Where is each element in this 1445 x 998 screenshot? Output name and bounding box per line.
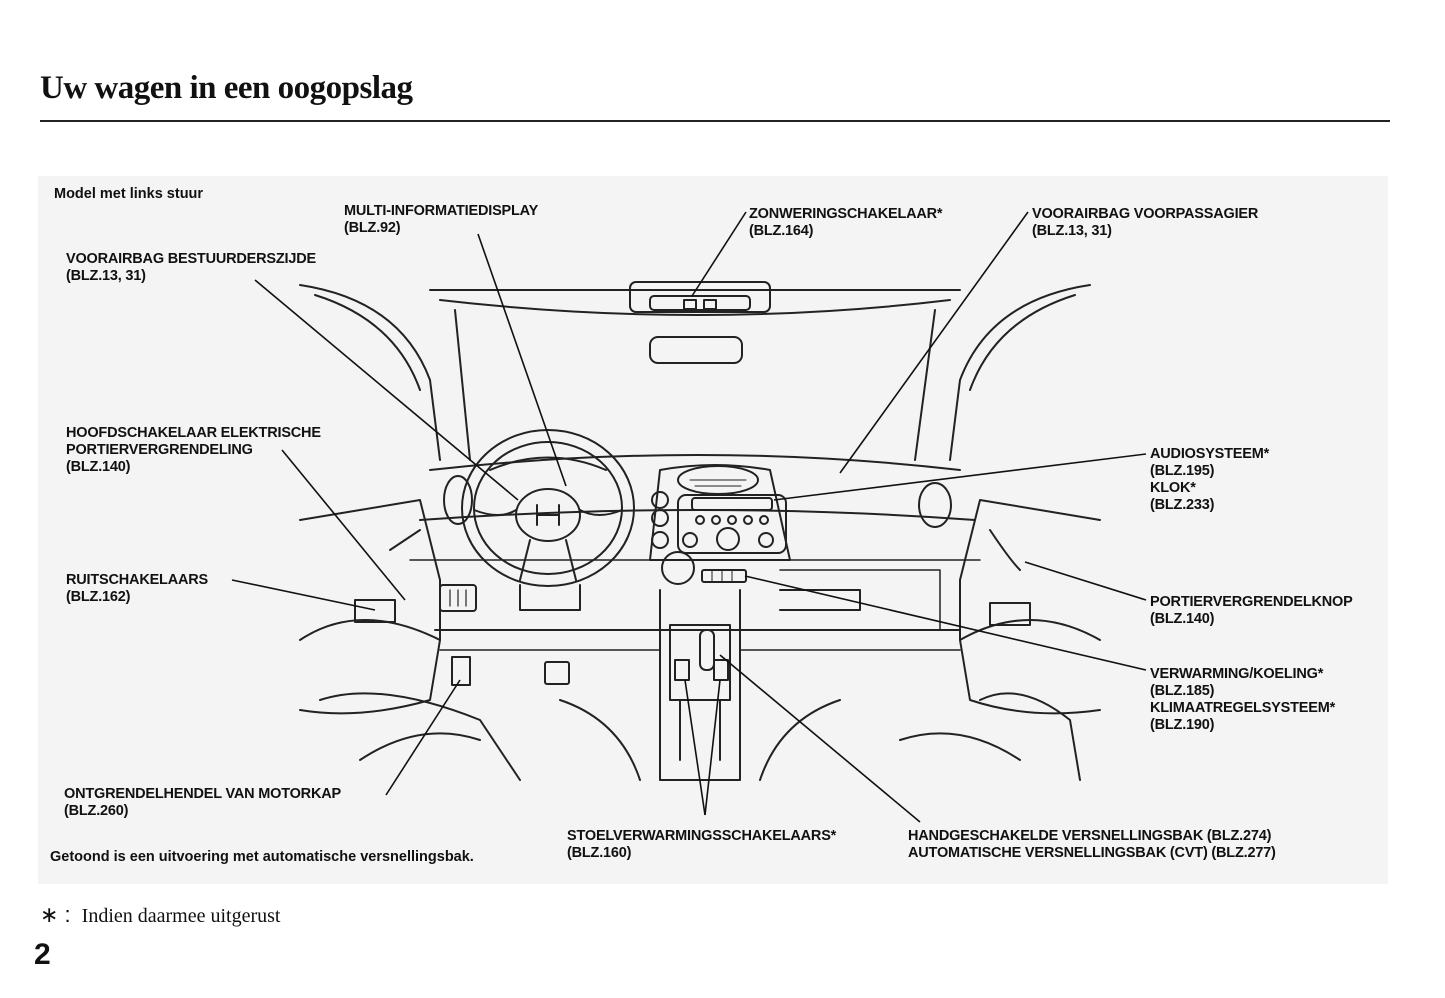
title-divider — [40, 120, 1390, 122]
callout-label: VOORAIRBAG BESTUURDERSZIJDE — [66, 251, 316, 267]
callout-page-ref: (BLZ.140) — [1150, 611, 1215, 627]
leader-stoelverwarming-1 — [684, 679, 706, 816]
label-stoelverwarmingsschakelaars: STOELVERWARMINGSSCHAKELAARS* (BLZ.160) — [567, 828, 836, 862]
leader-versnellingsbak — [719, 654, 921, 823]
label-multi-informatiedisplay: MULTI-INFORMATIEDISPLAY (BLZ.92) — [344, 203, 538, 237]
model-note: Model met links stuur — [54, 186, 204, 202]
callout-label: HOOFDSCHAKELAAR ELEKTRISCHE — [66, 425, 321, 441]
callout-page-ref: (BLZ.162) — [66, 589, 131, 605]
callout-page-ref: (BLZ.260) — [64, 803, 129, 819]
leader-voorairbag-voorpassagier — [839, 211, 1029, 474]
callout-label: KLIMAATREGELSYSTEEM* — [1150, 700, 1336, 716]
leader-portiervergrendelknop — [1024, 561, 1147, 601]
label-hoofdschakelaar: HOOFDSCHAKELAAR ELEKTRISCHE PORTIERVERGR… — [66, 425, 321, 476]
callout-page-ref: (BLZ.185) — [1150, 683, 1215, 699]
callout-label: HANDGESCHAKELDE VERSNELLINGSBAK (BLZ.274… — [908, 828, 1272, 844]
label-portiervergrendelknop: PORTIERVERGRENDELKNOP (BLZ.140) — [1150, 594, 1353, 628]
page-number: 2 — [34, 938, 51, 971]
callout-page-ref: (BLZ.13, 31) — [66, 268, 146, 284]
footnote-marker: ∗ : — [40, 902, 71, 927]
label-versnellingsbak: HANDGESCHAKELDE VERSNELLINGSBAK (BLZ.274… — [908, 828, 1276, 862]
callout-label: PORTIERVERGRENDELING — [66, 442, 253, 458]
callout-label: VOORAIRBAG VOORPASSAGIER — [1032, 206, 1259, 222]
callout-page-ref: (BLZ.13, 31) — [1032, 223, 1112, 239]
label-audiosysteem-klok: AUDIOSYSTEEM* (BLZ.195) KLOK* (BLZ.233) — [1150, 446, 1269, 514]
callout-label: KLOK* — [1150, 480, 1196, 496]
leader-multi-informatiedisplay — [477, 233, 567, 487]
leader-stoelverwarming-2 — [704, 679, 721, 816]
callout-label: VERWARMING/KOELING* — [1150, 666, 1324, 682]
callout-page-ref: (BLZ.190) — [1150, 717, 1215, 733]
leader-motorkap — [385, 679, 461, 796]
label-voorairbag-voorpassagier: VOORAIRBAG VOORPASSAGIER (BLZ.13, 31) — [1032, 206, 1258, 240]
figure-panel — [38, 176, 1388, 884]
callout-page-ref: (BLZ.233) — [1150, 497, 1215, 513]
callout-page-ref: (BLZ.160) — [567, 845, 632, 861]
callout-page-ref: (BLZ.92) — [344, 220, 401, 236]
leader-ruitschakelaars — [231, 579, 376, 611]
callout-label: ZONWERINGSCHAKELAAR* — [749, 206, 943, 222]
page-title: Uw wagen in een oogopslag — [40, 70, 413, 106]
figure-caption: Getoond is een uitvoering met automatisc… — [50, 849, 474, 865]
callout-page-ref: (BLZ.164) — [749, 223, 814, 239]
footnote-text: Indien daarmee uitgerust — [81, 905, 281, 927]
callout-label: RUITSCHAKELAARS — [66, 572, 209, 588]
callout-label: STOELVERWARMINGSSCHAKELAARS* — [567, 828, 837, 844]
callout-label: AUDIOSYSTEEM* — [1150, 446, 1270, 462]
callout-label: MULTI-INFORMATIEDISPLAY — [344, 203, 539, 219]
leader-audiosysteem — [773, 453, 1147, 501]
label-voorairbag-bestuurderszijde: VOORAIRBAG BESTUURDERSZIJDE (BLZ.13, 31) — [66, 251, 316, 285]
callout-label: PORTIERVERGRENDELKNOP — [1150, 594, 1353, 610]
label-ruitschakelaars: RUITSCHAKELAARS (BLZ.162) — [66, 572, 208, 606]
label-ontgrendelhendel-motorkap: ONTGRENDELHENDEL VAN MOTORKAP (BLZ.260) — [64, 786, 341, 820]
callout-page-ref: (BLZ.195) — [1150, 463, 1215, 479]
callout-page-ref: (BLZ.140) — [66, 459, 131, 475]
leader-zonweringschakelaar — [691, 211, 747, 297]
callout-label: ONTGRENDELHENDEL VAN MOTORKAP — [64, 786, 341, 802]
callout-label: AUTOMATISCHE VERSNELLINGSBAK (CVT) (BLZ.… — [908, 845, 1276, 861]
leader-verwarming — [744, 575, 1147, 671]
label-zonweringschakelaar: ZONWERINGSCHAKELAAR* (BLZ.164) — [749, 206, 943, 240]
leader-hoofdschakelaar — [281, 449, 406, 601]
leader-voorairbag-bestuurderszijde — [254, 279, 519, 501]
footnote: ∗ : Indien daarmee uitgerust — [40, 902, 280, 928]
label-verwarming-klimaat: VERWARMING/KOELING* (BLZ.185) KLIMAATREG… — [1150, 666, 1335, 734]
